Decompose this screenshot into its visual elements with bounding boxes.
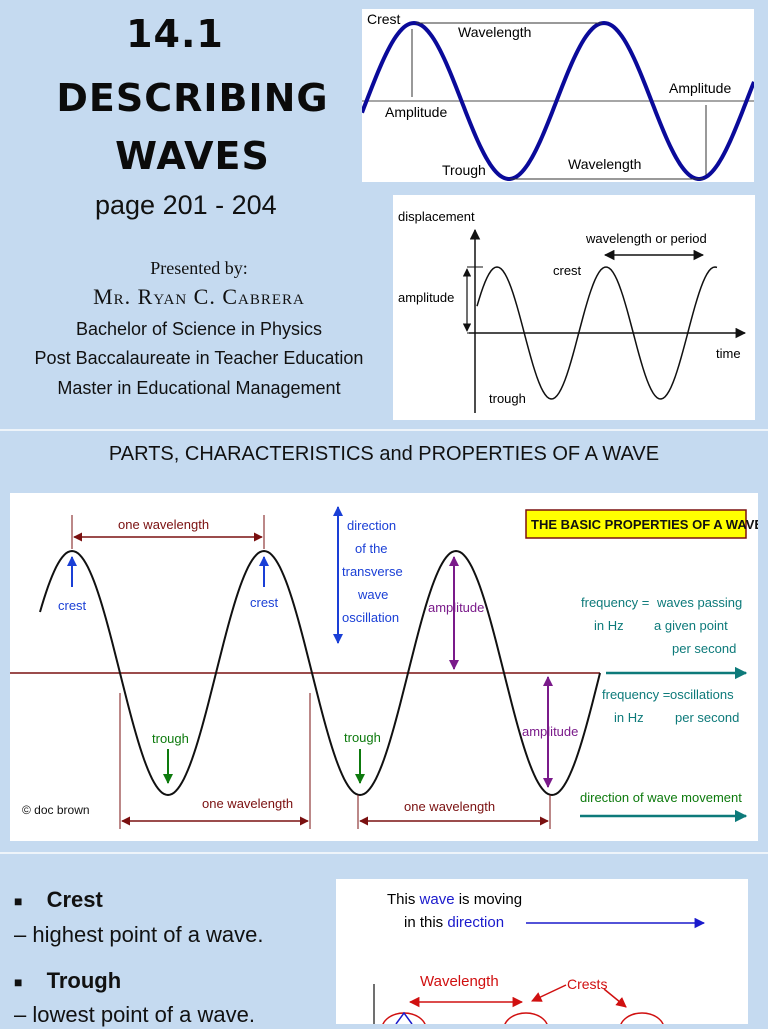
fig3-wavelength-bottom-1: one wavelength: [202, 796, 293, 811]
bullet-marker: ■: [14, 893, 23, 910]
fig2-trough-label: trough: [489, 391, 526, 406]
fig3-direction-5: oscillation: [342, 610, 399, 625]
freq2-right-1: oscillations: [670, 687, 734, 702]
fig4-text-1c: is moving: [455, 891, 523, 908]
wave-diagram-crest-trough: Crest Wavelength Amplitude Amplitude Tro…: [360, 9, 756, 182]
title-describing: DESCRIBING: [56, 76, 329, 120]
bullet-term-crest: Crest: [46, 887, 103, 912]
credential-3: Master in Educational Management: [57, 378, 341, 398]
title-waves: WAVES: [115, 134, 270, 178]
fig1-trough-label: Trough: [442, 162, 486, 178]
fig4-text-2a: in this: [404, 914, 447, 931]
svg-text:in this direction: in this direction: [404, 914, 504, 931]
fig3-direction-1: direction: [347, 518, 396, 533]
fig3-crest-1: crest: [58, 598, 87, 613]
divider-top: [0, 429, 768, 431]
fig2-crest-label: crest: [553, 263, 582, 278]
crest-definition: highest point of a wave.: [32, 922, 264, 947]
fig1-amplitude-left-label: Amplitude: [385, 104, 447, 120]
fig2-ylabel: displacement: [398, 209, 475, 224]
freq2-left-1: frequency =: [602, 687, 670, 702]
bullet-crest-def: – highest point of a wave.: [14, 922, 264, 948]
fig4-text-wave: wave: [419, 891, 455, 908]
fig4-wavelength-label: Wavelength: [420, 973, 499, 990]
basic-properties-diagram: one wavelength one wavelength one wavele…: [10, 493, 763, 841]
fig3-trough-1: trough: [152, 731, 189, 746]
fig3-title: THE BASIC PROPERTIES OF A WAVE: [531, 517, 758, 532]
freq1-right-2: a given point: [654, 618, 728, 633]
fig3-crest-2: crest: [250, 595, 279, 610]
credential-2: Post Baccalaureate in Teacher Education: [34, 348, 364, 368]
fig2-wavelength-label: wavelength or period: [585, 231, 707, 246]
fig3-direction-2: of the: [355, 541, 388, 556]
fig2-amplitude-label: amplitude: [398, 290, 454, 305]
fig3-trough-2: trough: [344, 730, 381, 745]
bullet-trough: ■ Trough: [14, 968, 121, 994]
title-number: 14.1: [126, 12, 224, 56]
fig1-wavelength-bottom-label: Wavelength: [568, 156, 641, 172]
displacement-time-graph: displacement wavelength or period crest …: [393, 195, 755, 420]
divider-bottom: [0, 852, 768, 854]
fig1-wavelength-top-label: Wavelength: [458, 24, 531, 40]
freq1-left-2: in Hz: [594, 618, 624, 633]
fig3-credit: © doc brown: [22, 803, 90, 817]
fig4-text-1a: This: [387, 891, 420, 908]
trough-definition: lowest point of a wave.: [32, 1002, 255, 1027]
svg-text:This wave is moving: This wave is moving: [387, 891, 522, 908]
bullet-term-trough: Trough: [46, 968, 122, 993]
presented-by-label: Presented by:: [150, 258, 248, 278]
fig2-xlabel: time: [716, 346, 741, 361]
section-title: PARTS, CHARACTERISTICS and PROPERTIES OF…: [108, 443, 660, 465]
page-range: page 201 - 204: [95, 190, 277, 220]
freq2-left-2: in Hz: [614, 710, 644, 725]
freq1-left-1: frequency =: [581, 595, 649, 610]
freq1-right-1: waves passing: [656, 595, 742, 610]
dash: –: [14, 922, 33, 947]
fig4-crests-label: Crests: [567, 976, 607, 992]
bullet-trough-def: – lowest point of a wave.: [14, 1002, 255, 1028]
fig3-wavelength-top: one wavelength: [118, 517, 209, 532]
dash: –: [14, 1002, 33, 1027]
fig1-crest-label: Crest: [367, 11, 401, 27]
fig4-text-direction: direction: [447, 914, 504, 931]
bullet-marker: ■: [14, 974, 23, 991]
fig3-direction-3: transverse: [342, 564, 403, 579]
fig1-amplitude-right-label: Amplitude: [669, 80, 731, 96]
presenter-name: Mr. Ryan C. Cabrera: [93, 284, 305, 309]
fig3-amplitude-1: amplitude: [428, 600, 484, 615]
credential-1: Bachelor of Science in Physics: [75, 319, 323, 339]
freq2-right-2: per second: [675, 710, 739, 725]
fig3-direction-4: wave: [357, 587, 388, 602]
wave-moving-diagram: This wave is moving in this direction Wa…: [336, 879, 748, 1029]
fig3-movement-label: direction of wave movement: [580, 790, 742, 805]
bullet-crest: ■ Crest: [14, 887, 103, 913]
fig3-amplitude-2: amplitude: [522, 724, 578, 739]
fig3-wavelength-bottom-2: one wavelength: [404, 799, 495, 814]
freq1-right-3: per second: [672, 641, 736, 656]
